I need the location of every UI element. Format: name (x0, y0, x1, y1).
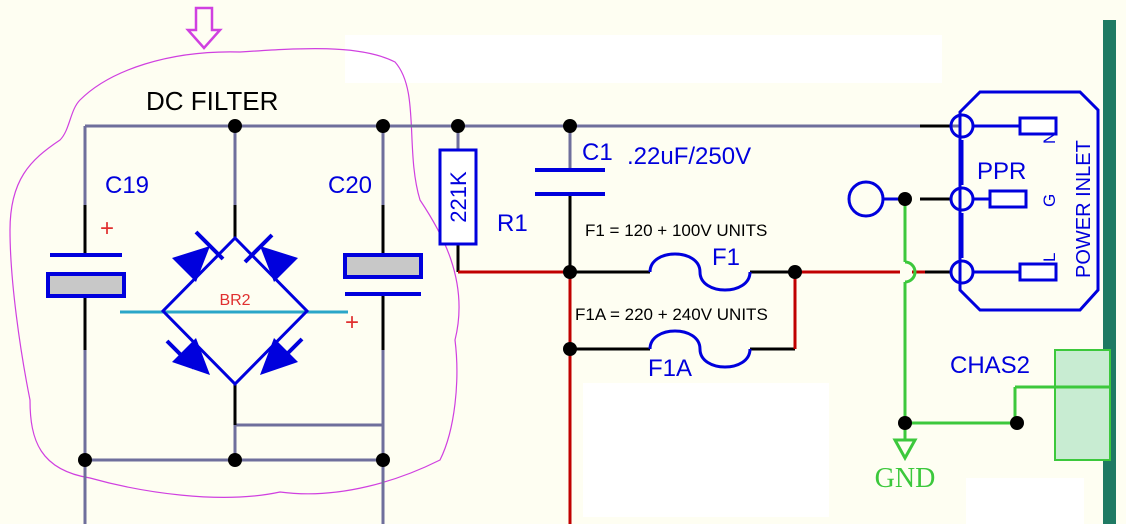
ground-symbol: GND (875, 438, 936, 494)
f1-note: F1 = 120 + 100V UNITS (585, 221, 767, 240)
inlet-pin-g: G (1040, 194, 1059, 207)
fuse-f1a: F1A = 220 + 240V UNITS F1A (575, 305, 768, 382)
c1-value: .22uF/250V (627, 143, 751, 170)
capacitor-c20: + C20 (328, 172, 423, 336)
blank-patch (345, 35, 942, 83)
blank-patch (583, 383, 829, 517)
inlet-pin-l: L (1040, 253, 1059, 262)
ppr-ref: PPR (977, 158, 1026, 185)
inlet-pin-n: N (1040, 132, 1059, 144)
bridge-ref: BR2 (219, 292, 250, 309)
inlet-title: POWER INLET (1073, 140, 1095, 278)
power-inlet: N G L POWER INLET PPR (949, 90, 1100, 312)
f1a-ref: F1A (648, 355, 692, 382)
bridge-rectifier-br2: BR2 (120, 230, 348, 387)
ppr-ring (847, 180, 885, 218)
dc-filter-title: DC FILTER (146, 86, 278, 116)
c19-polarity: + (100, 215, 114, 242)
junction-dots (78, 119, 1024, 467)
gnd-label: GND (875, 463, 936, 494)
blank-patch (966, 478, 1084, 524)
c20-ref: C20 (328, 172, 372, 199)
c1-ref: C1 (582, 139, 613, 166)
resistor-r1: 221K R1 (438, 148, 528, 246)
r1-ref: R1 (497, 210, 528, 237)
capacitor-c1: C1 .22uF/250V (535, 139, 751, 196)
fuse-f1: F1 = 120 + 100V UNITS F1 (585, 221, 767, 292)
annotation-arrow (185, 6, 223, 50)
c19-ref: C19 (105, 172, 149, 199)
f1a-note: F1A = 220 + 240V UNITS (575, 305, 768, 324)
black-leads (83, 124, 950, 425)
r1-value: 221K (446, 171, 471, 223)
chassis-chas2: CHAS2 (950, 349, 1111, 461)
dc-filter-outline (9, 48, 460, 498)
capacitor-c19: + C19 (46, 172, 149, 298)
c20-polarity: + (345, 309, 359, 336)
f1-ref: F1 (712, 244, 740, 271)
ac-red-wires (458, 270, 925, 524)
chassis-ref: CHAS2 (950, 352, 1030, 379)
